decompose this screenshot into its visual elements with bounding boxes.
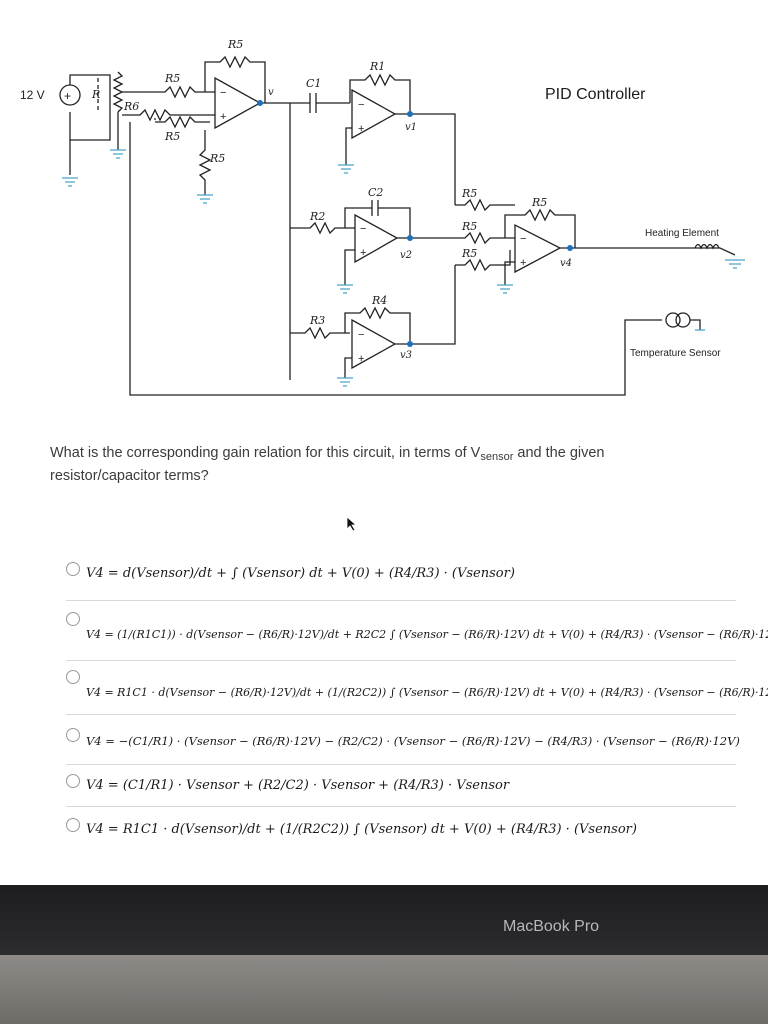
option-formula: V4 = R1C1 · d(Vsensor − (R6/R)·12V)/dt +… — [86, 686, 768, 699]
screen: + − + − + − + − + − + 12 V PID Controlle… — [0, 0, 768, 885]
svg-text:−: − — [358, 329, 364, 341]
svg-text:−: − — [520, 233, 526, 245]
voltage-source — [59, 84, 81, 106]
option-formula: V4 = d(Vsensor)/dt + ∫ (Vsensor) dt + V(… — [86, 566, 515, 581]
mouse-cursor-icon — [346, 516, 358, 532]
svg-text:−: − — [358, 99, 364, 111]
answer-option-f[interactable]: V4 = R1C1 · d(Vsensor)/dt + (1/(R2C2)) ∫… — [66, 816, 736, 850]
label-node-v2: v2 — [400, 250, 412, 261]
svg-text:−: − — [360, 223, 366, 235]
radio-button[interactable] — [66, 562, 80, 576]
label-r5-ground: R5 — [209, 152, 225, 165]
option-formula: V4 = R1C1 · d(Vsensor)/dt + (1/(R2C2)) ∫… — [86, 822, 637, 837]
label-r5-lower: R5 — [164, 130, 180, 143]
laptop-brand-label: MacBook Pro — [503, 918, 600, 935]
question-text: What is the corresponding gain relation … — [50, 443, 690, 487]
label-r6: R6 — [123, 100, 139, 113]
svg-text:+: + — [360, 247, 366, 259]
label-node-v1: v1 — [405, 122, 417, 133]
radio-button[interactable] — [66, 818, 80, 832]
label-r5-sum-feedback: R5 — [531, 196, 547, 209]
svg-text:+: + — [358, 123, 364, 135]
label-node-v3: v3 — [400, 350, 412, 361]
node-dot-v3 — [407, 341, 413, 347]
desk-surface — [0, 955, 768, 1024]
question-part2: and the given resistor/capacitor terms? — [50, 445, 605, 484]
answer-option-d[interactable]: V4 = −(C1/R1) · (Vsensor − (R6/R)·12V) −… — [66, 726, 740, 765]
source-label: 12 V — [20, 88, 45, 102]
node-dot-v2 — [407, 235, 413, 241]
label-node-v: v — [268, 87, 274, 98]
label-c1: C1 — [306, 77, 321, 90]
heater-coil — [694, 243, 720, 250]
source-plus-sign: + — [64, 89, 71, 103]
svg-text:+: + — [220, 111, 226, 123]
heater-label: Heating Element — [645, 228, 719, 239]
laptop-bezel — [0, 885, 768, 955]
label-node-v4: v4 — [560, 258, 572, 269]
node-dot-v4 — [567, 245, 573, 251]
label-r3: R3 — [309, 314, 325, 327]
label-r-pot: R — [91, 88, 100, 101]
radio-button[interactable] — [66, 670, 80, 684]
label-r1: R1 — [369, 60, 385, 73]
radio-button[interactable] — [66, 612, 80, 626]
label-r5-sum-c: R5 — [461, 247, 477, 260]
circuit-wires — [62, 55, 745, 396]
radio-button[interactable] — [66, 728, 80, 742]
label-c2: C2 — [368, 186, 383, 199]
label-r5-input: R5 — [164, 72, 180, 85]
option-formula: V4 = (1/(R1C1)) · d(Vsensor − (R6/R)·12V… — [86, 628, 768, 641]
label-r5-sum-b: R5 — [461, 220, 477, 233]
pid-circuit-diagram: + − + − + − + − + − + 12 V PID Controlle… — [20, 38, 745, 396]
label-r4: R4 — [371, 294, 387, 307]
node-dot-v1 — [407, 111, 413, 117]
sensor-label: Temperature Sensor — [630, 348, 721, 359]
question-part1: What is the corresponding gain relation … — [50, 445, 481, 461]
circuit-title: PID Controller — [545, 86, 646, 103]
radio-button[interactable] — [66, 774, 80, 788]
answer-option-e[interactable]: V4 = (C1/R1) · Vsensor + (R2/C2) · Vsens… — [66, 772, 736, 807]
answer-option-c[interactable]: V4 = R1C1 · d(Vsensor − (R6/R)·12V)/dt +… — [66, 668, 768, 715]
label-r2: R2 — [309, 210, 325, 223]
svg-text:+: + — [520, 257, 526, 269]
node-dot-v — [257, 100, 263, 106]
answer-option-a[interactable]: V4 = d(Vsensor)/dt + ∫ (Vsensor) dt + V(… — [66, 560, 736, 601]
label-r5-sum-a: R5 — [461, 187, 477, 200]
svg-text:−: − — [220, 87, 226, 99]
option-formula: V4 = −(C1/R1) · (Vsensor − (R6/R)·12V) −… — [86, 734, 740, 748]
svg-text:+: + — [358, 353, 364, 365]
option-formula: V4 = (C1/R1) · Vsensor + (R2/C2) · Vsens… — [86, 778, 510, 793]
label-r5-feedback: R5 — [227, 38, 243, 51]
question-subscript: sensor — [480, 451, 514, 463]
answer-option-b[interactable]: V4 = (1/(R1C1)) · d(Vsensor − (R6/R)·12V… — [66, 610, 768, 661]
